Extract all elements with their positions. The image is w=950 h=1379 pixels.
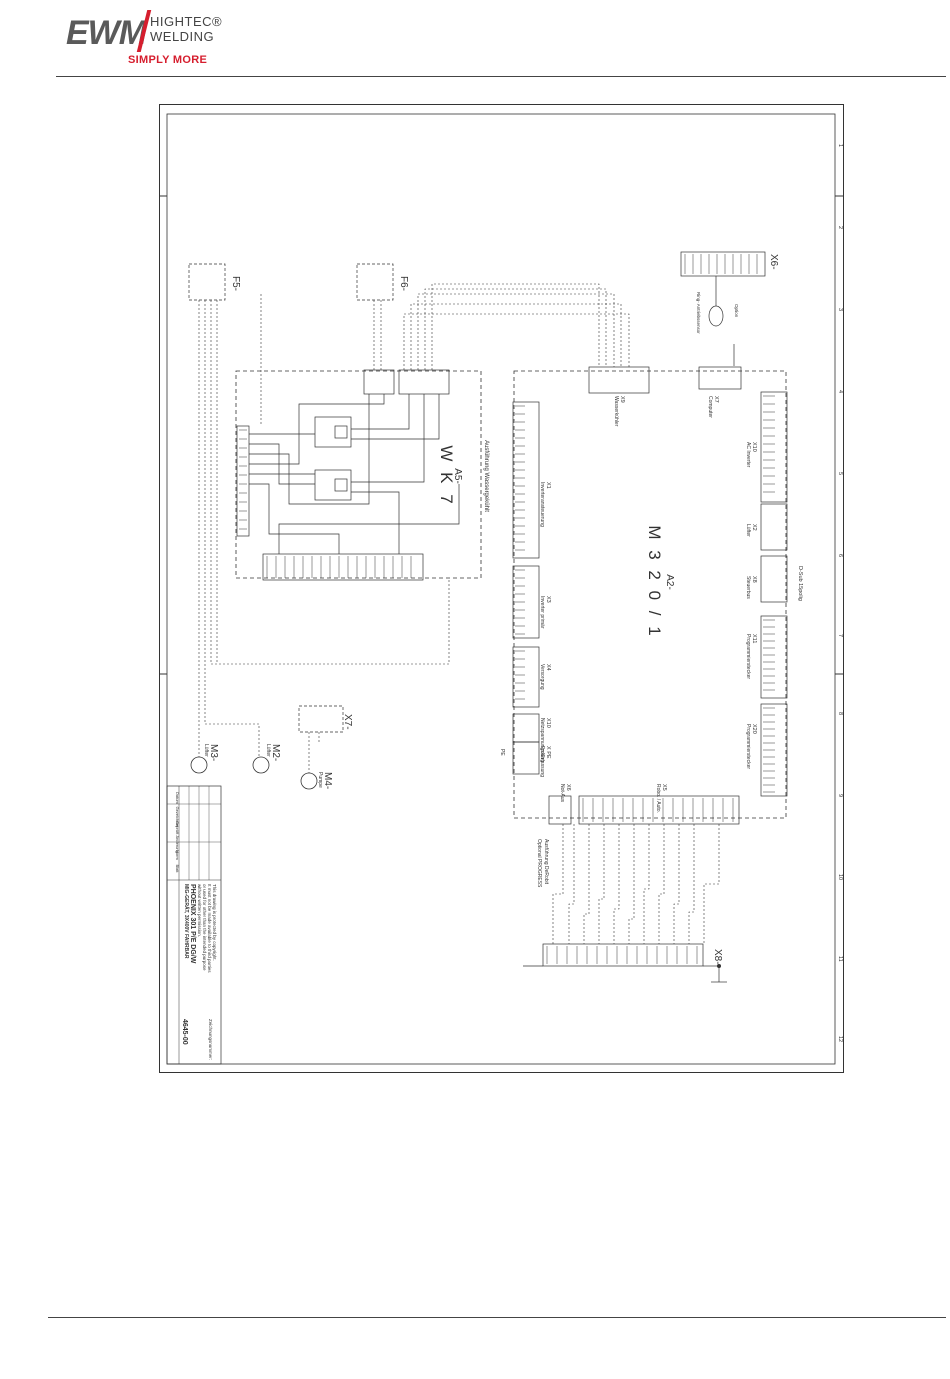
ewm-logo: EWM HIGHTEC® WELDING SIMPLY MORE — [66, 8, 226, 70]
connector-id: X8 — [751, 576, 757, 583]
fuse-f5-label: F5- — [230, 276, 241, 291]
connector-id: X5 — [661, 784, 667, 791]
motor-m2-label: M2- — [270, 744, 281, 761]
connector-function: Steuerbus — [745, 576, 751, 599]
connector-function: Netzspannungs-Erfassung — [539, 718, 545, 777]
connector-function: AC Inverter — [745, 442, 751, 468]
product-name: PHOENIX 301 P/E DG/W — [189, 884, 196, 964]
title-block-row-label: Blatt — [175, 865, 180, 874]
aux-board-id: A5- — [452, 468, 463, 484]
zone-number: 6 — [837, 554, 843, 557]
main-board-id: A2- — [664, 574, 675, 590]
logo-tagline: SIMPLY MORE — [128, 54, 208, 66]
connector-function: Lüfter — [745, 524, 751, 537]
title-block-row-label: Geprüft — [175, 821, 180, 835]
connector-function: Versorgung — [539, 664, 545, 690]
connector-id: X9 — [619, 396, 625, 403]
logo-wordmark: EWM — [66, 14, 147, 52]
connector-id: X PE — [545, 746, 551, 759]
product-subtitle: MIG-GERÄT, 3X400V FAHRBAR — [183, 884, 190, 959]
option-note: Ausführung DeRobit — [543, 839, 549, 885]
notice-line-4: without written permission. — [197, 884, 202, 937]
motor-m3-sub: Lüfter — [203, 744, 209, 757]
option-note-2: Optional PROGRESS — [536, 839, 542, 888]
connector-function: Computer — [707, 396, 713, 418]
notice-line-1: This drawing is protected by copyright. — [212, 884, 217, 961]
zone-number: 9 — [837, 794, 843, 797]
drawing-number: 4645-00 — [181, 1019, 188, 1045]
drawing-number-label: Zeichnungsnummer: — [208, 1019, 213, 1060]
x6-note: Ring- Antriebssensor — [696, 292, 701, 334]
notice-line-3: or used for other than the intended purp… — [202, 884, 207, 971]
title-block-row-label: Gezeichnet — [175, 807, 180, 828]
connector-id: X10 — [751, 442, 757, 452]
logo-hightec: HIGHTEC® — [150, 14, 223, 29]
connector-id: X2 — [751, 524, 757, 531]
connector-x6-label: X6- — [768, 254, 779, 270]
zone-number: 5 — [837, 472, 843, 475]
connector-id: X3 — [545, 596, 551, 603]
connector-function: Inverteransteuerung — [539, 482, 545, 527]
zone-number: 12 — [837, 1036, 843, 1042]
zone-number: 1 — [837, 144, 843, 147]
motor-m3-label: M3- — [208, 744, 219, 761]
title-block-row-label: Norm — [175, 850, 180, 860]
connector-x8-label: X8- — [712, 949, 723, 965]
notice-line-2: It must not be made available to third p… — [207, 884, 212, 973]
motor-m2-sub: Lüfter — [265, 744, 271, 757]
zone-number: 2 — [837, 226, 843, 229]
zone-number: 11 — [837, 956, 843, 962]
sub-d-label: D-Sub 15polig — [797, 566, 803, 601]
aux-board-note: Ausführung Wassergekühlt — [483, 440, 489, 512]
connector-id: X11 — [751, 634, 757, 643]
connector-function: Robo. / Auto. — [655, 784, 661, 813]
connector-x7-label: X7- — [342, 714, 353, 730]
connector-id: X4 — [545, 664, 551, 671]
connector-function: Programmierstecker — [745, 724, 751, 769]
main-board-name: M 3 2 0 / 1 — [645, 525, 664, 638]
connector-id: X7 — [713, 396, 719, 403]
motor-m4-label: M4- — [322, 772, 333, 789]
connector-id: X1 — [545, 482, 551, 489]
pe-label: PE — [499, 749, 505, 756]
connector-function: Inverter primär — [539, 596, 545, 629]
zone-number: 4 — [837, 390, 843, 393]
connector-id: X10 — [545, 718, 551, 728]
header-rule — [56, 76, 946, 77]
connector-function: Erdung — [539, 746, 545, 762]
connector-function: Not-Aus — [559, 784, 565, 803]
title-block-row-label: Änderung — [175, 836, 180, 853]
zone-number: 7 — [837, 634, 843, 637]
connector-function: Wasserkühler — [613, 396, 619, 427]
aux-board-name: W K 7 — [437, 445, 456, 506]
zone-number: 8 — [837, 712, 843, 715]
zone-number: 10 — [837, 874, 843, 880]
title-block-row-label: Datum — [175, 792, 180, 804]
fuse-f6-label: F6- — [398, 276, 409, 291]
connector-id: X20 — [751, 724, 757, 734]
connector-id: X6 — [565, 784, 571, 791]
zone-number: 3 — [837, 308, 843, 311]
footer-rule — [48, 1317, 946, 1318]
x6-note-option: Option — [734, 304, 739, 318]
logo-welding: WELDING — [150, 29, 215, 44]
connector-function: Programmierstecker — [745, 634, 751, 679]
motor-m4-sub: Pumpe — [317, 772, 323, 788]
